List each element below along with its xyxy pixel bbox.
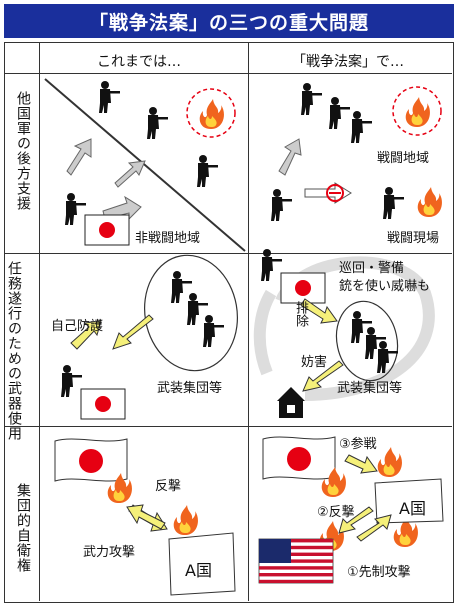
divider <box>5 73 452 74</box>
yellow-arrow-icon <box>338 506 374 534</box>
japan-flag-icon <box>84 214 130 246</box>
yellow-arrow-icon <box>70 320 102 350</box>
yellow-arrow-icon <box>300 298 338 324</box>
yellow-arrow-icon <box>344 454 378 474</box>
divider <box>39 43 40 601</box>
yellow-arrow-icon <box>112 314 154 350</box>
armed-group-icon <box>203 315 224 347</box>
yellow-arrow-icon <box>302 360 344 392</box>
label-preemptive: ①先制攻撃 <box>347 565 411 580</box>
soldier-icon <box>329 97 350 129</box>
gray-arrow-icon <box>66 138 92 176</box>
illustration-layer <box>44 75 444 596</box>
row-label-collective-self-defense: 集団的自衛権 <box>15 483 31 573</box>
label-country-a-right: A国 <box>399 499 426 518</box>
divider <box>248 43 249 601</box>
label-armed-attack: 武力攻撃 <box>83 545 136 560</box>
flame-icon <box>173 505 198 535</box>
label-combat-scene: 戦闘現場 <box>387 231 440 246</box>
target-circle <box>392 86 442 136</box>
label-counterattack: 反撃 <box>155 479 182 494</box>
flame-icon <box>377 447 402 477</box>
soldier-icon <box>197 155 218 187</box>
group-outline <box>335 300 399 382</box>
comparison-table: これまでは… 「戦争法案」で… 他国軍の後方支援 任務遂行のための武器使用 集団… <box>4 42 454 603</box>
label-country-a: A国 <box>185 561 212 580</box>
label-non-combat-area: 非戦闘地域 <box>135 231 201 246</box>
soldier-icon <box>271 189 292 221</box>
label-patrol: 巡回・警備 <box>339 261 405 276</box>
gray-arrow-icon <box>278 138 302 176</box>
armed-group-icon <box>171 271 192 303</box>
soldier-icon <box>261 249 282 281</box>
gray-arrow-icon <box>114 160 146 188</box>
country-a-flag <box>168 532 236 596</box>
japan-flag-icon <box>280 272 326 304</box>
divider <box>5 253 452 254</box>
row3-left-scene <box>54 438 236 596</box>
row1-right-scene <box>271 83 442 221</box>
patrol-loop-arrow <box>275 256 435 401</box>
prohibition-icon <box>326 184 344 202</box>
row-label-logistics: 他国軍の後方支援 <box>15 91 31 211</box>
column-header-war-bill: 「戦争法案」で… <box>292 54 404 70</box>
row3-right-scene <box>258 436 444 584</box>
japan-flag-icon <box>80 388 126 420</box>
label-combat-area: 戦闘地域 <box>377 151 430 166</box>
soldier-icon <box>61 365 82 397</box>
label-counterattack-right: ②反撃 <box>317 505 355 520</box>
flame-icon <box>405 97 430 127</box>
row1-left-scene <box>44 75 248 252</box>
house-icon <box>277 387 305 418</box>
label-participate: ③参戦 <box>339 437 377 452</box>
row2-right-scene <box>253 249 435 418</box>
label-armed-group-right: 武装集団等 <box>337 381 403 396</box>
label-self-defense: 自己防護 <box>51 319 104 334</box>
us-flag-icon <box>258 538 334 584</box>
flame-icon <box>417 187 442 217</box>
yellow-arrow-icon <box>126 504 166 530</box>
row-label-weapon-use: 任務遂行のための武器使用 <box>5 261 22 441</box>
country-a-flag <box>374 478 444 524</box>
target-circle <box>186 88 236 138</box>
soldier-icon <box>99 81 120 113</box>
yellow-arrow-icon <box>356 514 392 542</box>
label-removal: 排除 <box>293 301 308 327</box>
label-armed-group: 武装集団等 <box>157 381 223 396</box>
column-header-before: これまでは… <box>97 54 181 70</box>
armed-group-icon <box>187 293 208 325</box>
soldier-icon <box>351 111 372 143</box>
page-title: 「戦争法案」の三つの重大問題 <box>4 4 454 38</box>
flame-icon <box>199 99 224 129</box>
row-label-line: 任務遂行のための <box>6 261 22 381</box>
soldier-icon <box>147 107 168 139</box>
row2-left-scene <box>61 254 239 420</box>
soldier-icon <box>65 193 86 225</box>
divider <box>5 426 452 427</box>
soldier-icon <box>383 187 404 219</box>
label-obstruction: 妨害 <box>301 355 328 370</box>
label-threat: 銃を使い威嚇も <box>339 279 431 294</box>
soldier-icon <box>301 83 322 115</box>
row-label-line: 武器使用 <box>6 381 22 441</box>
